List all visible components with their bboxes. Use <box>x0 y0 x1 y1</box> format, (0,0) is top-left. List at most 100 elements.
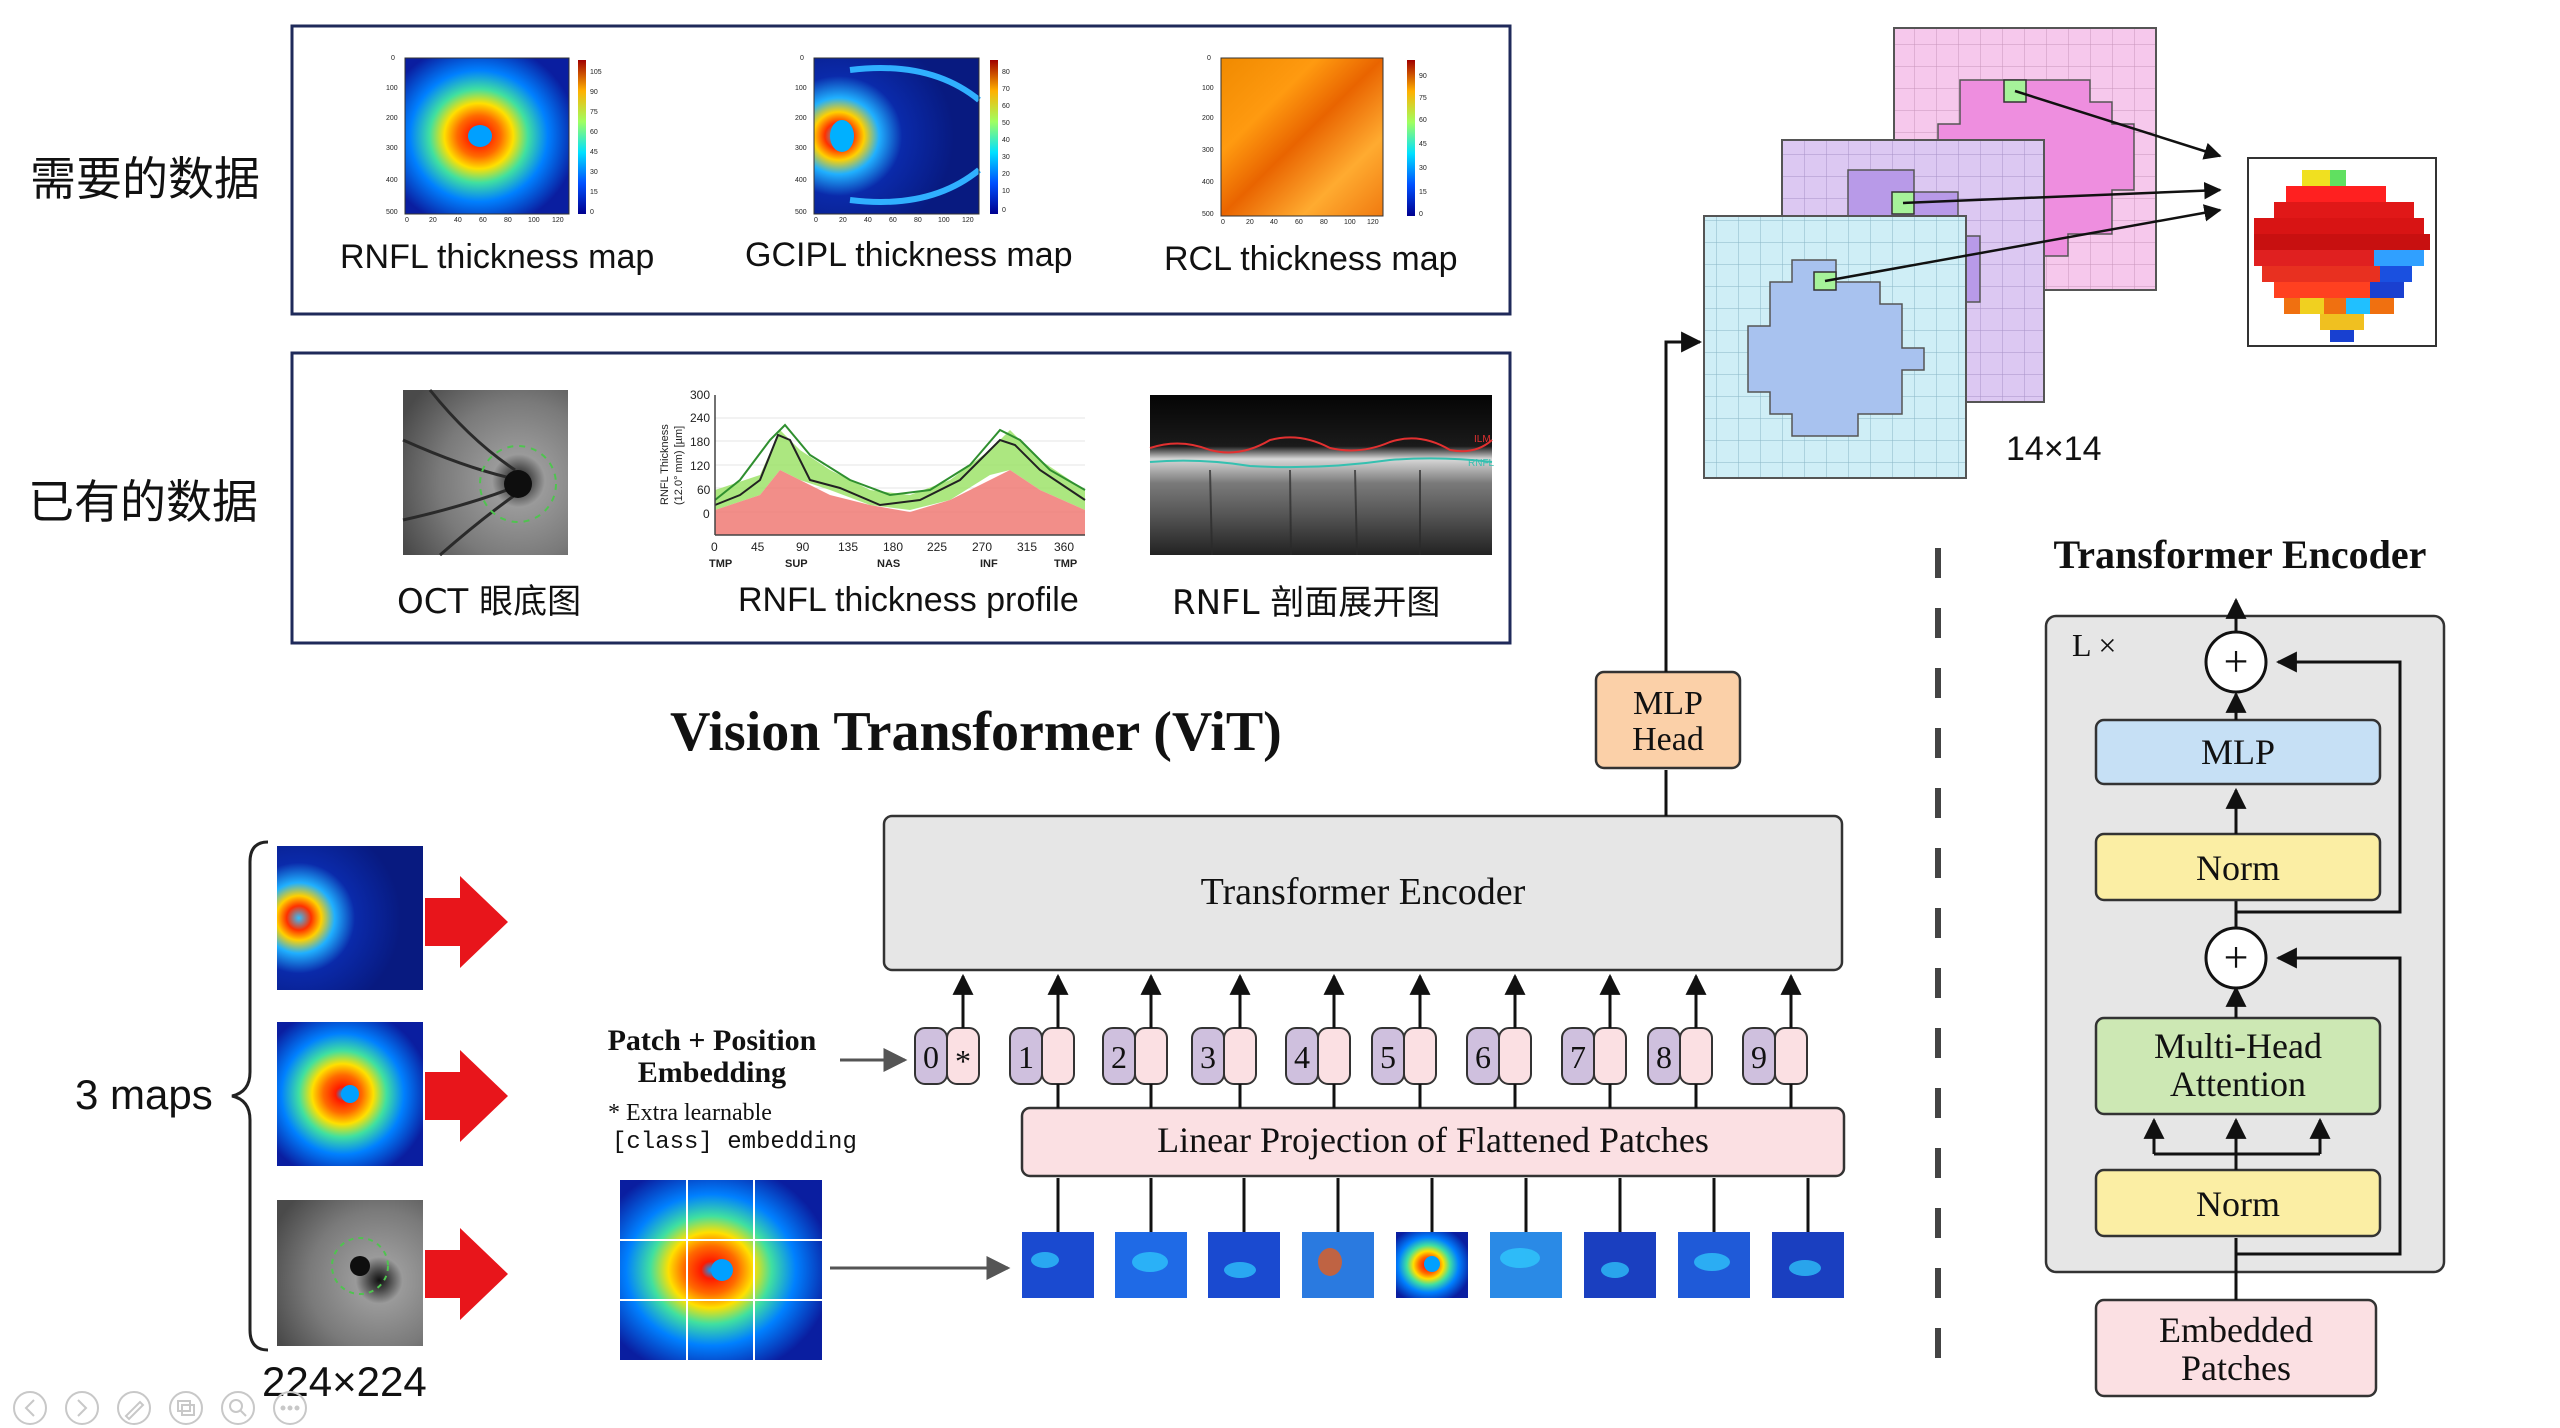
grid-size-label: 14×14 <box>2006 430 2102 468</box>
svg-text:0: 0 <box>1002 207 1006 214</box>
add-node-2: + <box>2204 630 2268 694</box>
slides-icon[interactable] <box>169 1391 203 1425</box>
svg-text:40: 40 <box>1270 219 1278 226</box>
patch-1 <box>1022 1232 1094 1298</box>
svg-text:500: 500 <box>1202 211 1214 218</box>
mlp-to-output-arrow <box>1664 331 1703 672</box>
svg-text:MLP: MLP <box>1633 685 1703 722</box>
output-grid-cyan <box>1703 215 1967 479</box>
gcipl-map-caption: GCIPL thickness map <box>745 236 1073 274</box>
svg-text:75: 75 <box>1419 95 1427 102</box>
svg-text:0: 0 <box>590 209 594 216</box>
svg-text:60: 60 <box>1419 117 1427 124</box>
input-brace <box>231 840 269 1352</box>
projection-to-token-lines <box>1056 1084 1793 1108</box>
token-5: 5 <box>1371 1027 1437 1085</box>
svg-text:120: 120 <box>1367 219 1379 226</box>
transformer-encoder-label: Transformer Encoder <box>1201 871 1526 913</box>
flattened-patches <box>1022 1232 1844 1298</box>
svg-text:1: 1 <box>1018 1039 1034 1075</box>
pen-icon[interactable] <box>117 1391 151 1425</box>
svg-text:7: 7 <box>1570 1039 1586 1075</box>
token-6: 6 <box>1466 1027 1532 1085</box>
oct-fundus-caption: OCT 眼底图 <box>397 582 581 622</box>
svg-text:Patches: Patches <box>2181 1348 2291 1388</box>
svg-text:240: 240 <box>690 411 710 425</box>
svg-text:TMP: TMP <box>1054 558 1077 570</box>
svg-text:90: 90 <box>1419 73 1427 80</box>
svg-text:300: 300 <box>690 388 710 402</box>
svg-text:0: 0 <box>391 55 395 62</box>
svg-text:100: 100 <box>795 85 807 92</box>
svg-text:300: 300 <box>795 145 807 152</box>
profile-line-black <box>714 433 1086 507</box>
svg-text:400: 400 <box>1202 179 1214 186</box>
token-1: 1 <box>1009 1027 1075 1085</box>
svg-text:80: 80 <box>1320 219 1328 226</box>
svg-text:Multi-Head: Multi-Head <box>2154 1026 2322 1066</box>
svg-text:8: 8 <box>1656 1039 1672 1075</box>
ilm-label: ILM <box>1474 434 1491 445</box>
token-to-encoder-arrows <box>952 973 1802 1028</box>
svg-text:6: 6 <box>1475 1039 1491 1075</box>
token-2: 2 <box>1102 1027 1168 1085</box>
token-4: 4 <box>1285 1027 1351 1085</box>
rnfl-profile-caption: RNFL thickness profile <box>738 581 1079 619</box>
svg-text:0: 0 <box>703 507 710 521</box>
svg-text:SUP: SUP <box>785 558 808 570</box>
input-map-gcipl <box>277 846 423 990</box>
svg-text:45: 45 <box>751 540 765 554</box>
svg-text:270: 270 <box>972 540 992 554</box>
svg-text:360: 360 <box>1054 540 1074 554</box>
extra-note-line2: [class] embedding <box>612 1129 857 1156</box>
svg-text:10: 10 <box>1002 188 1010 195</box>
svg-text:TMP: TMP <box>709 558 732 570</box>
svg-text:5: 5 <box>1380 1039 1396 1075</box>
mlp-head-label: MLP Head <box>1632 685 1704 758</box>
svg-text:80: 80 <box>914 217 922 224</box>
svg-text:45: 45 <box>1419 141 1427 148</box>
svg-text:0: 0 <box>800 55 804 62</box>
svg-text:60: 60 <box>590 129 598 136</box>
svg-text:NAS: NAS <box>877 558 900 570</box>
zoom-icon[interactable] <box>221 1391 255 1425</box>
rnfl-map-caption: RNFL thickness map <box>340 238 654 276</box>
norm-bottom-label: Norm <box>2196 1184 2280 1224</box>
svg-text:100: 100 <box>1202 85 1214 92</box>
input-map-rnfl <box>277 1022 423 1166</box>
svg-text:300: 300 <box>386 145 398 152</box>
more-icon[interactable] <box>273 1391 307 1425</box>
grid-to-fused-arrows <box>1824 89 2222 283</box>
svg-text:90: 90 <box>796 540 810 554</box>
svg-text:180: 180 <box>883 540 903 554</box>
input-map-fundus <box>277 1200 423 1346</box>
next-icon[interactable] <box>65 1391 99 1425</box>
svg-text:40: 40 <box>454 217 462 224</box>
svg-text:200: 200 <box>1202 115 1214 122</box>
svg-text:30: 30 <box>1002 154 1010 161</box>
svg-text:Head: Head <box>1632 721 1704 758</box>
svg-text:Attention: Attention <box>2170 1064 2306 1104</box>
vit-title: Vision Transformer (ViT) <box>670 701 1282 763</box>
svg-text:100: 100 <box>938 217 950 224</box>
svg-text:120: 120 <box>690 459 710 473</box>
svg-text:0: 0 <box>711 540 718 554</box>
svg-text:60: 60 <box>1295 219 1303 226</box>
token-7: 7 <box>1561 1027 1627 1085</box>
svg-text:75: 75 <box>590 109 598 116</box>
profile-x-ticks: 0 45 90 135 180 225 270 315 360 <box>711 540 1074 554</box>
multi-head-attention-label: Multi-Head Attention <box>2154 1026 2322 1104</box>
needed-maps-box <box>290 24 1512 316</box>
profile-ylabel: RNFL Thickness (12.0° mm) [µm] <box>659 424 685 505</box>
svg-text:200: 200 <box>795 115 807 122</box>
rnfl-bscan-caption: RNFL 剖面展开图 <box>1172 583 1440 623</box>
svg-text:40: 40 <box>864 217 872 224</box>
residual-connection-1 <box>2236 947 2402 1256</box>
token-3: 3 <box>1191 1027 1257 1085</box>
existing-data-label: 已有的数据 <box>28 475 258 529</box>
token-0: 0 * <box>914 1027 980 1085</box>
profile-normal-band <box>715 430 1085 510</box>
svg-text:45: 45 <box>590 149 598 156</box>
prev-icon[interactable] <box>13 1391 47 1425</box>
multi-head-attention-box <box>2094 1016 2382 1116</box>
